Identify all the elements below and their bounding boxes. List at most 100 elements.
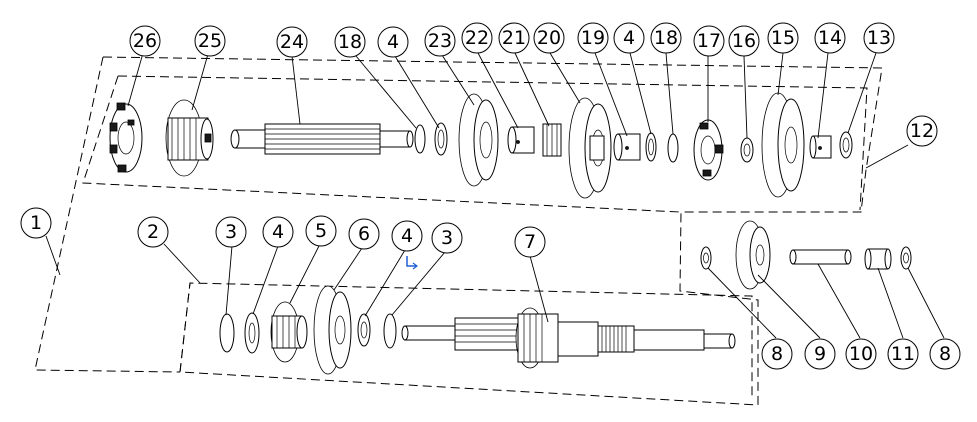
part-10-pin [789,249,852,265]
svg-text:17: 17 [697,30,721,52]
balloon-21: 21 [498,22,530,54]
part-4-washer-top [434,122,448,156]
svg-text:15: 15 [771,27,795,49]
part-11-bushing [864,248,892,270]
part-18-snap-ring-2 [667,133,679,163]
balloon-9: 9 [804,338,836,370]
balloon-14: 14 [814,22,846,54]
balloon-4: 4 [377,26,409,58]
svg-text:3: 3 [441,227,453,249]
balloon-17: 17 [693,25,725,57]
part-13-washer [839,131,853,159]
balloon-13: 13 [863,22,895,54]
part-9-gear [735,220,771,290]
svg-text:21: 21 [502,27,526,49]
svg-text:5: 5 [315,220,327,242]
part-22-bushing [507,126,535,154]
balloon-24: 24 [276,26,308,58]
balloon-15: 15 [767,22,799,54]
svg-text:4: 4 [387,31,399,53]
part-8-washer-left [700,246,712,270]
part-19-bushing [613,133,641,161]
part-14-bushing [809,135,832,159]
part-5-gear [270,301,308,363]
part-25-gear [165,99,214,177]
svg-text:18: 18 [338,31,362,53]
svg-text:19: 19 [581,27,605,49]
svg-text:9: 9 [814,343,826,365]
top-shaft-assembly [109,92,853,199]
leader-lines [45,52,945,339]
part-4-washer-right [357,313,371,347]
svg-text:4: 4 [401,225,413,247]
part-24-shaft [230,123,414,155]
axis-marker-icon [406,256,418,270]
balloon-4d: 4 [391,220,423,252]
balloon-18b: 18 [650,22,682,54]
balloon-22: 22 [461,22,493,54]
svg-text:1: 1 [30,212,42,234]
svg-text:14: 14 [818,27,842,49]
balloon-4b: 4 [613,22,645,54]
svg-text:3: 3 [225,221,237,243]
balloon-18: 18 [334,26,366,58]
svg-text:4: 4 [623,27,635,49]
svg-text:10: 10 [849,343,873,365]
balloon-3a: 3 [215,216,247,248]
svg-text:7: 7 [524,231,536,253]
part-4-washer-mid [645,132,657,162]
svg-text:18: 18 [654,27,678,49]
balloon-10: 10 [845,338,877,370]
balloon-7: 7 [514,226,546,258]
svg-text:11: 11 [891,343,915,365]
svg-text:4: 4 [272,221,284,243]
balloon-6: 6 [348,218,380,250]
part-16-washer [740,137,754,163]
part-26-hub [109,102,143,173]
balloon-19: 19 [577,22,609,54]
balloon-8a: 8 [761,338,793,370]
part-20-gear [568,97,612,199]
part-17-collar [693,119,724,181]
balloon-25: 25 [194,25,226,57]
balloon-8b: 8 [929,338,961,370]
balloon-20: 20 [533,22,565,54]
svg-text:23: 23 [428,30,452,52]
svg-text:24: 24 [280,31,304,53]
balloon-2: 2 [137,216,169,248]
balloon-5: 5 [305,215,337,247]
balloon-3b: 3 [431,222,463,254]
svg-text:2: 2 [147,221,159,243]
part-3-snap-ring-left [219,313,235,353]
part-7-output-shaft [401,307,736,369]
part-8-washer-right [900,246,912,270]
balloon-26: 26 [129,25,161,57]
svg-text:25: 25 [198,30,222,52]
svg-text:8: 8 [939,343,951,365]
svg-text:13: 13 [867,27,891,49]
part-6-gear [313,285,352,375]
balloon-16: 16 [728,25,760,57]
balloon-12: 12 [906,115,938,147]
balloon-1: 1 [20,207,52,239]
svg-text:22: 22 [465,27,489,49]
bottom-shaft-assembly [219,285,736,375]
part-3-snap-ring-right [383,313,397,349]
svg-text:12: 12 [910,120,934,142]
balloon-23: 23 [424,25,456,57]
balloon-4c: 4 [262,216,294,248]
svg-text:26: 26 [133,30,157,52]
part-23-gear [458,93,499,187]
svg-text:16: 16 [732,30,756,52]
right-assembly [700,220,912,290]
balloon-11: 11 [887,338,919,370]
svg-text:6: 6 [358,223,370,245]
part-18-snap-ring [414,124,426,154]
group-outlines [34,56,883,406]
svg-text:8: 8 [771,343,783,365]
part-21-bearing [542,123,562,157]
part-4-washer-left [244,312,260,354]
svg-text:20: 20 [537,27,561,49]
